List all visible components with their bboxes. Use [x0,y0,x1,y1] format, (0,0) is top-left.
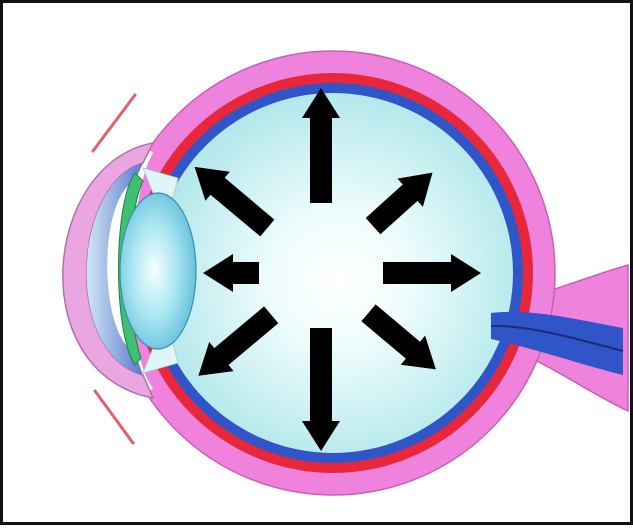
lens [120,193,196,349]
eye-diagram [3,3,633,528]
